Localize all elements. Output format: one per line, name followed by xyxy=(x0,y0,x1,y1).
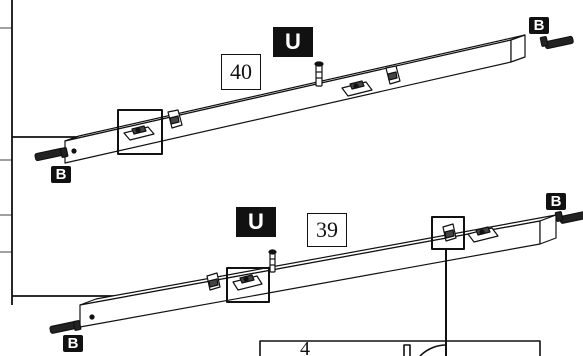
bolt-lower-left xyxy=(49,320,82,334)
highlight-box-upper xyxy=(117,109,163,155)
corner-clip-upper-1 xyxy=(167,109,183,129)
bolt-label-upper-right: B xyxy=(529,17,549,34)
bolt-lower-right xyxy=(554,211,583,224)
step-number-lower: 39 xyxy=(307,213,347,247)
bolt-label-lower-left: B xyxy=(63,335,83,352)
step-number-upper: 40 xyxy=(221,54,261,90)
bolt-label-upper-left: B xyxy=(51,166,71,183)
frame-ticks xyxy=(0,27,12,253)
bolt-upper-left xyxy=(34,147,69,162)
dowel-label-upper: U xyxy=(273,27,313,57)
dowel-label-lower: U xyxy=(236,207,276,237)
detail-frame xyxy=(259,340,541,356)
dowel-lower xyxy=(268,249,277,273)
hinge-bracket-lower-2 xyxy=(467,226,499,243)
bolt-label-lower-right: B xyxy=(546,193,566,210)
dowel-upper xyxy=(314,61,324,87)
detail-fragment-number: 4 xyxy=(300,342,310,356)
corner-clip-upper-2 xyxy=(385,65,401,85)
hinge-bracket-upper-2 xyxy=(341,80,373,97)
corner-clip-lower-1 xyxy=(206,272,221,291)
highlight-box-lower-left xyxy=(226,267,270,303)
corner-clip-lower-2 xyxy=(442,223,457,242)
upper-board xyxy=(64,34,526,164)
bolt-upper-right xyxy=(539,35,574,50)
hinge-bracket-upper-1 xyxy=(123,125,155,141)
highlight-box-lower-right xyxy=(431,216,465,250)
highlight-boxes xyxy=(117,109,465,356)
hinge-bracket-lower-1 xyxy=(232,274,263,291)
